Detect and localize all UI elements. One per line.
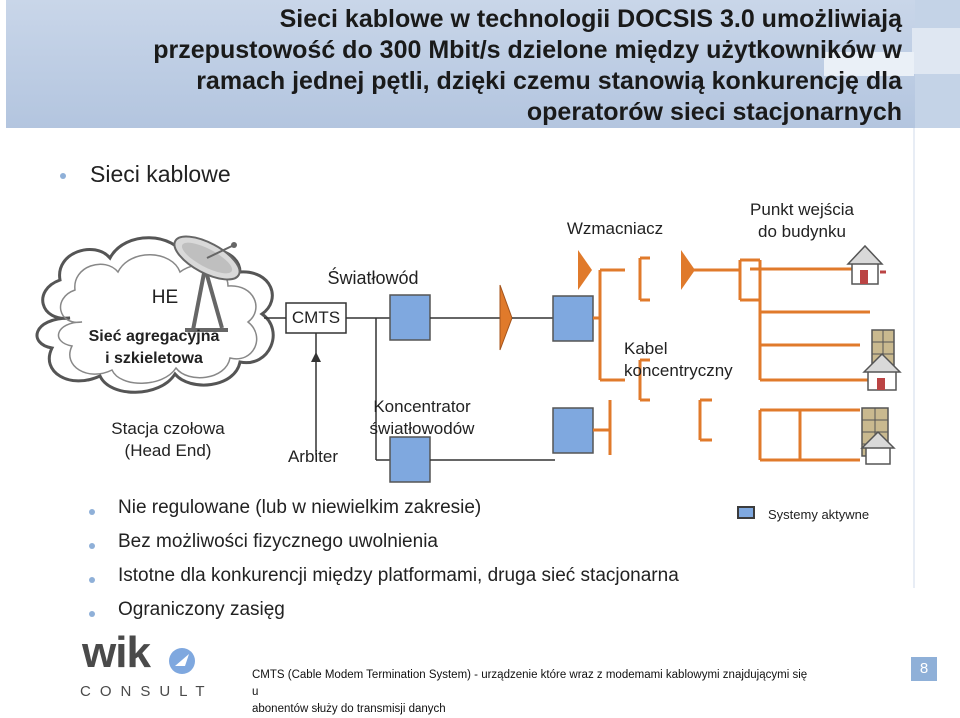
head-end-label: Stacja czołowa (Head End) <box>88 418 248 462</box>
arrow-icon <box>311 352 321 362</box>
fiber-node-icon <box>499 284 555 351</box>
fiber-node-box <box>552 407 594 454</box>
bullet-dot <box>60 173 66 179</box>
head-end-line-1: Stacja czołowa <box>111 419 225 438</box>
house-icon <box>860 430 896 465</box>
fiber-node-box <box>552 295 594 342</box>
amplifier-icon <box>681 250 695 290</box>
legend-swatch <box>737 506 755 519</box>
entry-point-label: Punkt wejścia do budynku <box>734 199 870 243</box>
header-decoration <box>912 28 960 74</box>
fiber-concentrator-label: Koncentrator światłowodów <box>352 396 492 440</box>
cable-network-diagram <box>35 235 902 483</box>
house-icon <box>846 244 886 285</box>
logo-mark-icon <box>169 648 195 674</box>
cloud-label-line-1: Sieć agregacyjna <box>88 328 220 345</box>
header-decoration <box>824 52 914 76</box>
legend-label: Systemy aktywne <box>768 507 870 522</box>
satellite-dish-icon <box>173 235 241 332</box>
side-divider <box>913 128 915 588</box>
slide-title: Sieci kablowe w technologii DOCSIS 3.0 u… <box>12 4 902 128</box>
cloud-label-line-2: i szkieletowa <box>105 350 203 367</box>
title-line-4: operatorów sieci stacjonarnych <box>526 98 902 126</box>
section-heading: Sieci kablowe <box>90 161 231 187</box>
footer-note-line-1: CMTS (Cable Modem Termination System) - … <box>252 669 808 698</box>
bullet-dot <box>89 577 95 583</box>
title-line-2: przepustowość do 300 Mbit/s dzielone mię… <box>153 36 902 64</box>
entry-point-line-1: Punkt wejścia <box>750 200 854 219</box>
bullet-item: Ograniczony zasięg <box>118 599 285 620</box>
bullet-dot <box>89 611 95 617</box>
title-banner <box>6 0 915 128</box>
arbiter-label: Arbiter <box>287 447 339 466</box>
cmts-label: CMTS <box>291 308 341 327</box>
fiber-label: Światłowód <box>327 268 419 288</box>
entry-point-line-2: do budynku <box>758 222 846 241</box>
house-icon <box>862 352 902 391</box>
logo-consult: CONSULT <box>80 683 214 700</box>
amplifier-icon <box>578 250 592 290</box>
he-label: HE <box>151 287 179 308</box>
title-line-3: ramach jednej pętli, dzięki czemu stanow… <box>196 67 902 95</box>
footer-note: CMTS (Cable Modem Termination System) - … <box>252 667 812 718</box>
amplifier-label: Wzmacniacz <box>566 219 664 238</box>
fiber-concentrator-box <box>389 294 431 341</box>
bullet-dot <box>89 543 95 549</box>
logo-wik: wik <box>82 628 151 677</box>
fiber-concentrator-line-1: Koncentrator <box>373 397 471 416</box>
title-line-1: Sieci kablowe w technologii DOCSIS 3.0 u… <box>279 5 902 33</box>
head-end-line-2: (Head End) <box>124 441 212 460</box>
fiber-concentrator-line-2: światłowodów <box>369 419 475 438</box>
coax-label: Kabel koncentryczny <box>624 338 754 382</box>
coax-tree <box>593 256 870 462</box>
bullet-item: Nie regulowane (lub w niewielkim zakresi… <box>118 497 482 518</box>
bullet-item: Bez możliwości fizycznego uwolnienia <box>118 531 438 552</box>
coax-line-1: Kabel <box>624 339 668 358</box>
bullet-item: Istotne dla konkurencji między platforma… <box>118 565 679 586</box>
fiber-concentrator-box <box>389 436 431 483</box>
page-number: 8 <box>911 657 937 681</box>
coax-line-2: koncentryczny <box>624 361 733 380</box>
footer-note-line-2: abonentów służy do transmisji danych <box>252 703 446 715</box>
cloud-label: Sieć agregacyjna i szkieletowa <box>64 326 244 370</box>
bullet-dot <box>89 509 95 515</box>
